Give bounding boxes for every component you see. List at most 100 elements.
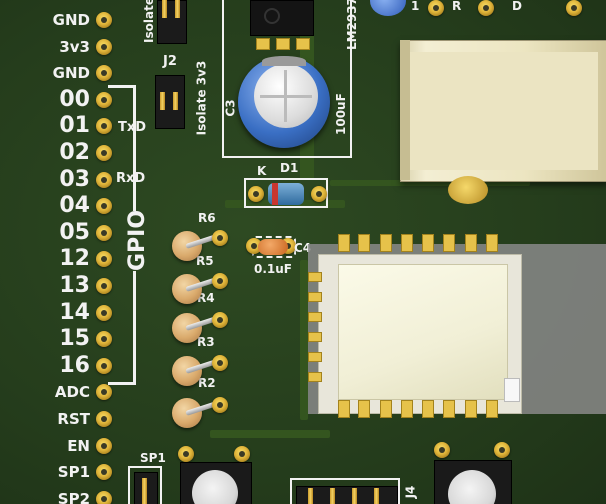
gpio-bracket-top [108,85,136,88]
gpio-bracket-bottom [108,382,136,385]
pad [566,0,582,16]
header-label: 13 [59,273,90,298]
header-pin-pad [96,411,112,427]
header-pin-pad [96,384,112,400]
flash-button[interactable] [448,470,496,504]
header-label: 3v3 [59,37,90,56]
header-pin-pad [96,438,112,454]
c4-label: C4 [294,241,312,255]
module-pad-left [308,312,322,322]
r5-label: R5 [196,254,214,268]
header-pin-pad [96,491,112,504]
jumper-pin [162,0,167,18]
resistor-pad [212,230,228,246]
header-pin-pad [96,118,112,134]
r2-label: R2 [198,376,216,390]
regulator-pin [276,38,290,50]
header-label: ADC [54,382,90,401]
header-label: GND [52,10,90,29]
header-label: 01 [59,113,90,138]
module-pad-top [486,234,498,252]
header-pin-pad [96,225,112,241]
c4-body [258,239,288,255]
regulator-pin [256,38,270,50]
trace [210,430,330,438]
module-pad-left [308,352,322,362]
esp-module-corner [504,378,520,402]
regulator-label: LM2937 [345,0,359,50]
button-pad [494,442,510,458]
txd-label: TxD [118,120,147,135]
jumper-pin [160,92,165,110]
partial-r-label: R [452,0,462,13]
j4-pin [308,488,313,504]
header-pin-pad [96,305,112,321]
k-label: K [257,164,267,178]
module-pad-bottom [338,400,350,418]
jumper-pin [142,478,147,504]
header-pin-pad [96,145,112,161]
module-pad-bottom [443,400,455,418]
c3-label: C3 [223,99,238,117]
header-pin-pad [96,39,112,55]
module-pad-left [308,292,322,302]
pad [478,0,494,16]
regulator-pin [296,38,310,50]
button-pad [434,442,450,458]
header-label: 02 [59,140,90,165]
header-pin-pad [96,278,112,294]
diode-pad [248,186,264,202]
partial-1-label: 1 [411,0,420,13]
header-pin-pad [96,92,112,108]
header-pin-pad [96,172,112,188]
diode-outline [244,178,328,208]
button-pad [178,446,194,462]
j4-pin [352,488,357,504]
partial-d-label: D [512,0,522,13]
header-label: GND [52,63,90,82]
module-pad-top [358,234,370,252]
j4-outline [290,478,400,504]
module-pad-left [308,372,322,382]
r3-label: R3 [197,335,215,349]
module-pad-bottom [401,400,413,418]
resistor-pad [212,312,228,328]
header-pin-pad [96,358,112,374]
jumper-pin [173,92,178,110]
header-label: 15 [59,326,90,351]
diode-pad [311,186,327,202]
header-label: 12 [59,246,90,271]
usb-connector-face [408,52,598,170]
gpio-label: GPIO [125,209,150,271]
usb-connector-edge [400,40,410,180]
resistor-pad [212,397,228,413]
header-label: EN [67,436,90,455]
blue-led [370,0,406,16]
header-label: RST [57,409,90,428]
resistor-pad [212,273,228,289]
module-pad-top [422,234,434,252]
capacitor-vent [260,95,312,98]
capacitor-stripe [262,56,306,66]
rxd-label: RxD [116,171,146,186]
trace [330,180,530,186]
reset-button[interactable] [192,470,238,504]
j4-pin [374,488,379,504]
module-pad-bottom [486,400,498,418]
jumper-pin [175,0,180,18]
button-pad [234,446,250,462]
header-pin-pad [96,198,112,214]
module-pad-top [401,234,413,252]
header-label: 16 [59,353,90,378]
module-pad-bottom [380,400,392,418]
esp-module-shield [338,264,508,400]
diode-band [272,183,278,205]
isolate-top-label: Isolate [141,0,156,43]
r4-label: R4 [197,291,215,305]
regulator-notch [264,8,280,24]
cap-value-label: 100uF [334,93,348,135]
header-label: SP2 [57,489,90,504]
j4-header[interactable] [296,486,398,504]
resistor-pad [212,355,228,371]
